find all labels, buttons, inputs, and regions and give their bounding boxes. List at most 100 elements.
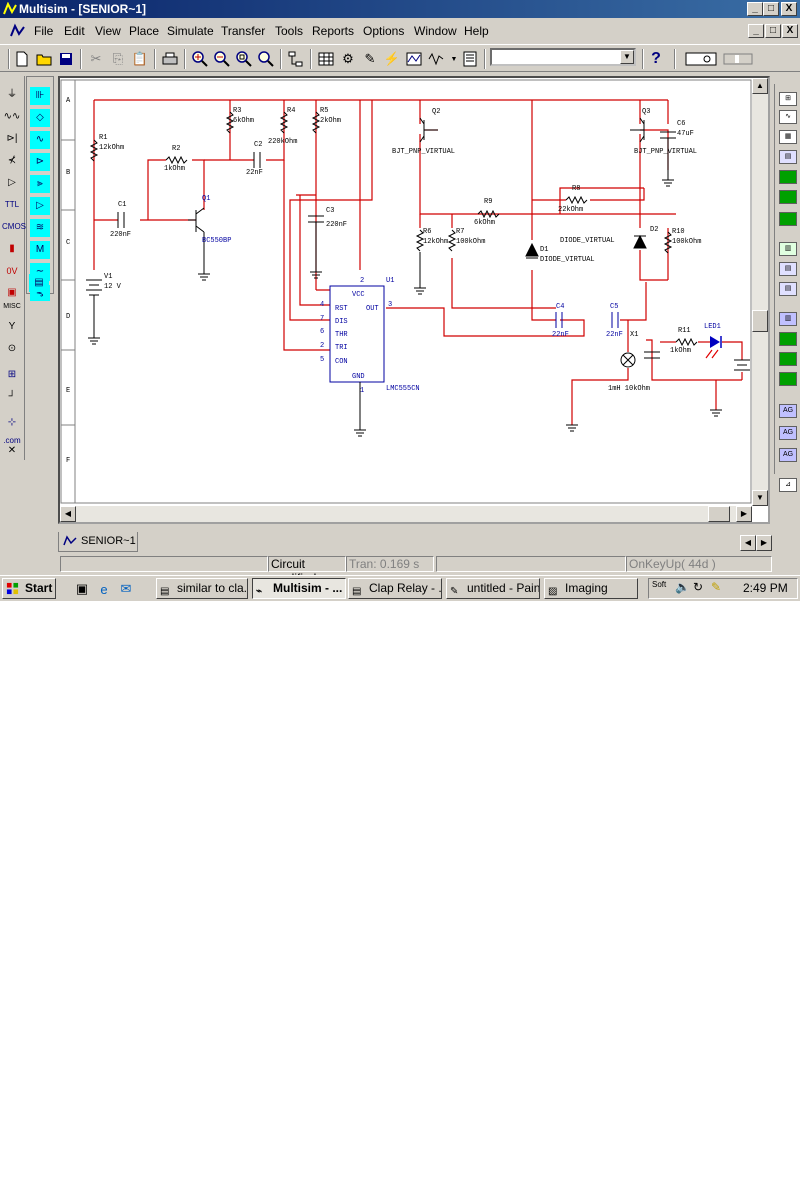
task-clap-relay[interactable]: ▤Clap Relay - ...	[348, 578, 442, 599]
menu-reports[interactable]: Reports	[312, 24, 355, 38]
horizontal-scroll-thumb[interactable]	[708, 506, 730, 522]
word-gen-instrument-icon[interactable]	[779, 190, 797, 204]
diode-icon[interactable]: ⊳|	[6, 133, 18, 144]
task-multisim[interactable]: ⌁Multisim - ...	[252, 578, 346, 599]
open-folder-icon[interactable]	[34, 49, 54, 69]
component-wizard-icon[interactable]: ✎	[364, 51, 376, 66]
horizontal-scrollbar[interactable]: ◀ ▶	[60, 506, 752, 522]
new-file-icon[interactable]	[12, 49, 32, 69]
bode-instrument-icon[interactable]	[779, 170, 797, 184]
distortion-instrument-icon[interactable]: ▤	[779, 282, 797, 296]
indicator-icon[interactable]: 0V	[6, 266, 18, 276]
basic-resistor-icon[interactable]: ∿∿	[3, 111, 21, 122]
maximize-button[interactable]: □	[763, 2, 779, 16]
transistor-icon[interactable]: ⊀	[7, 155, 17, 166]
mdi-restore-button[interactable]: □	[765, 24, 781, 38]
zoom-out-icon[interactable]	[212, 49, 232, 69]
oscilloscope-icon[interactable]: ⊳	[30, 153, 50, 171]
function-gen-instrument-icon[interactable]: ∿	[779, 110, 797, 124]
menu-edit[interactable]: Edit	[64, 24, 85, 38]
tab-scroll-left-icon[interactable]: ◀	[740, 535, 756, 551]
paste-icon[interactable]: 📋	[131, 51, 149, 66]
iv-analyzer-instrument-icon[interactable]: ▤	[779, 262, 797, 276]
menu-view[interactable]: View	[95, 24, 121, 38]
document-tab[interactable]: SENIOR~1	[58, 532, 138, 552]
cut-icon[interactable]: ✂	[90, 51, 102, 66]
minimize-button[interactable]: _	[747, 2, 763, 16]
misc-label[interactable]: MISC	[3, 303, 21, 310]
probe-instrument-icon[interactable]: ⊿	[779, 478, 797, 492]
tab-scroll-right-icon[interactable]: ▶	[756, 535, 772, 551]
zoom-in-icon[interactable]	[190, 49, 210, 69]
scroll-right-icon[interactable]: ▶	[736, 506, 752, 522]
analysis-icon[interactable]	[426, 49, 446, 69]
agilent-gen-instrument-icon[interactable]	[779, 352, 797, 366]
pen-icon[interactable]: ✎	[711, 580, 722, 594]
agilent-scope-instrument-icon[interactable]: AG	[779, 404, 797, 418]
menu-simulate[interactable]: Simulate	[167, 24, 214, 38]
ladder-icon[interactable]: ⊞	[7, 369, 17, 380]
instrument-icon[interactable]	[684, 49, 718, 69]
sources-icon[interactable]: ⏚	[7, 89, 17, 100]
start-button[interactable]: Start	[2, 578, 56, 599]
spreadsheet-icon[interactable]	[316, 49, 336, 69]
schematic-canvas[interactable]	[58, 76, 770, 524]
zoom-fit-icon[interactable]	[256, 49, 276, 69]
menu-tools[interactable]: Tools	[275, 24, 304, 38]
menu-options[interactable]: Options	[363, 24, 405, 38]
chevron-down-icon[interactable]: ▼	[620, 50, 634, 64]
copy-icon[interactable]: ⎘	[112, 51, 124, 66]
hierarchy-icon[interactable]	[286, 49, 306, 69]
wattmeter-icon[interactable]: ∿	[30, 131, 50, 149]
simulate-icon[interactable]: ⚡	[383, 51, 401, 66]
tray-soft-label[interactable]: Soft	[652, 580, 667, 589]
agilent-3-instrument-icon[interactable]: AG	[779, 448, 797, 462]
save-icon[interactable]	[56, 49, 76, 69]
multimeter-instrument-icon[interactable]: ⊞	[779, 92, 797, 106]
electromechanical-icon[interactable]: ⊙	[7, 343, 17, 354]
quicklaunch-outlook-icon[interactable]: ✉	[120, 581, 132, 596]
database-icon[interactable]: ⚙	[342, 51, 354, 66]
refresh-icon[interactable]: ↻	[693, 580, 704, 594]
vertical-scrollbar[interactable]: ▲ ▼	[752, 78, 768, 506]
logic-analyzer-icon[interactable]: ≋	[30, 219, 50, 237]
wire-icon[interactable]: ✕	[7, 445, 17, 456]
word-generator-icon[interactable]: ▷	[30, 197, 50, 215]
scroll-left-icon[interactable]: ◀	[60, 506, 76, 522]
analysis-dropdown-icon[interactable]: ▼	[450, 55, 458, 63]
oscilloscope-instrument-icon[interactable]: ▤	[779, 150, 797, 164]
task-imaging[interactable]: ▨Imaging	[544, 578, 638, 599]
logic-analyzer-instrument-icon[interactable]	[779, 212, 797, 226]
close-button[interactable]: X	[781, 2, 797, 16]
agilent-mm-instrument-icon[interactable]	[779, 372, 797, 386]
cmos-icon[interactable]: CMOS	[2, 222, 26, 231]
misc-digital-icon[interactable]: ▣	[7, 287, 17, 298]
multimeter-icon[interactable]: ⊪	[30, 87, 50, 105]
step-icon[interactable]: ┘	[8, 391, 16, 402]
logic-converter-instrument-icon[interactable]: ▥	[779, 242, 797, 256]
mdi-close-button[interactable]: X	[782, 24, 798, 38]
postprocessor-icon[interactable]	[460, 49, 480, 69]
menu-help[interactable]: Help	[464, 24, 489, 38]
analog-icon[interactable]: ▷	[8, 177, 16, 188]
menu-file[interactable]: File	[34, 24, 54, 38]
spectrum-instrument-icon[interactable]: ▥	[779, 312, 797, 326]
network-icon[interactable]: ⊹	[7, 417, 17, 428]
com-label[interactable]: .com	[3, 436, 21, 445]
bode-plotter-icon[interactable]: ⫸	[30, 175, 50, 193]
schematic-drawing[interactable]: A B C D E F	[60, 78, 752, 506]
network-instrument-icon[interactable]	[779, 332, 797, 346]
task-similar[interactable]: ▤similar to cla...	[156, 578, 248, 599]
ttl-icon[interactable]: TTL	[4, 200, 20, 209]
menu-transfer[interactable]: Transfer	[221, 24, 266, 38]
clock[interactable]: 2:49 PM	[743, 581, 788, 595]
mixed-icon[interactable]: ▮	[9, 243, 15, 254]
mdi-minimize-button[interactable]: _	[748, 24, 764, 38]
menu-window[interactable]: Window	[414, 24, 457, 38]
vertical-scroll-thumb[interactable]	[752, 310, 768, 332]
menu-place[interactable]: Place	[129, 24, 160, 38]
quicklaunch-ie-icon[interactable]: e	[100, 581, 108, 597]
rf-antenna-icon[interactable]: Y	[8, 321, 16, 332]
print-icon[interactable]	[160, 49, 180, 69]
zoom-area-icon[interactable]	[234, 49, 254, 69]
